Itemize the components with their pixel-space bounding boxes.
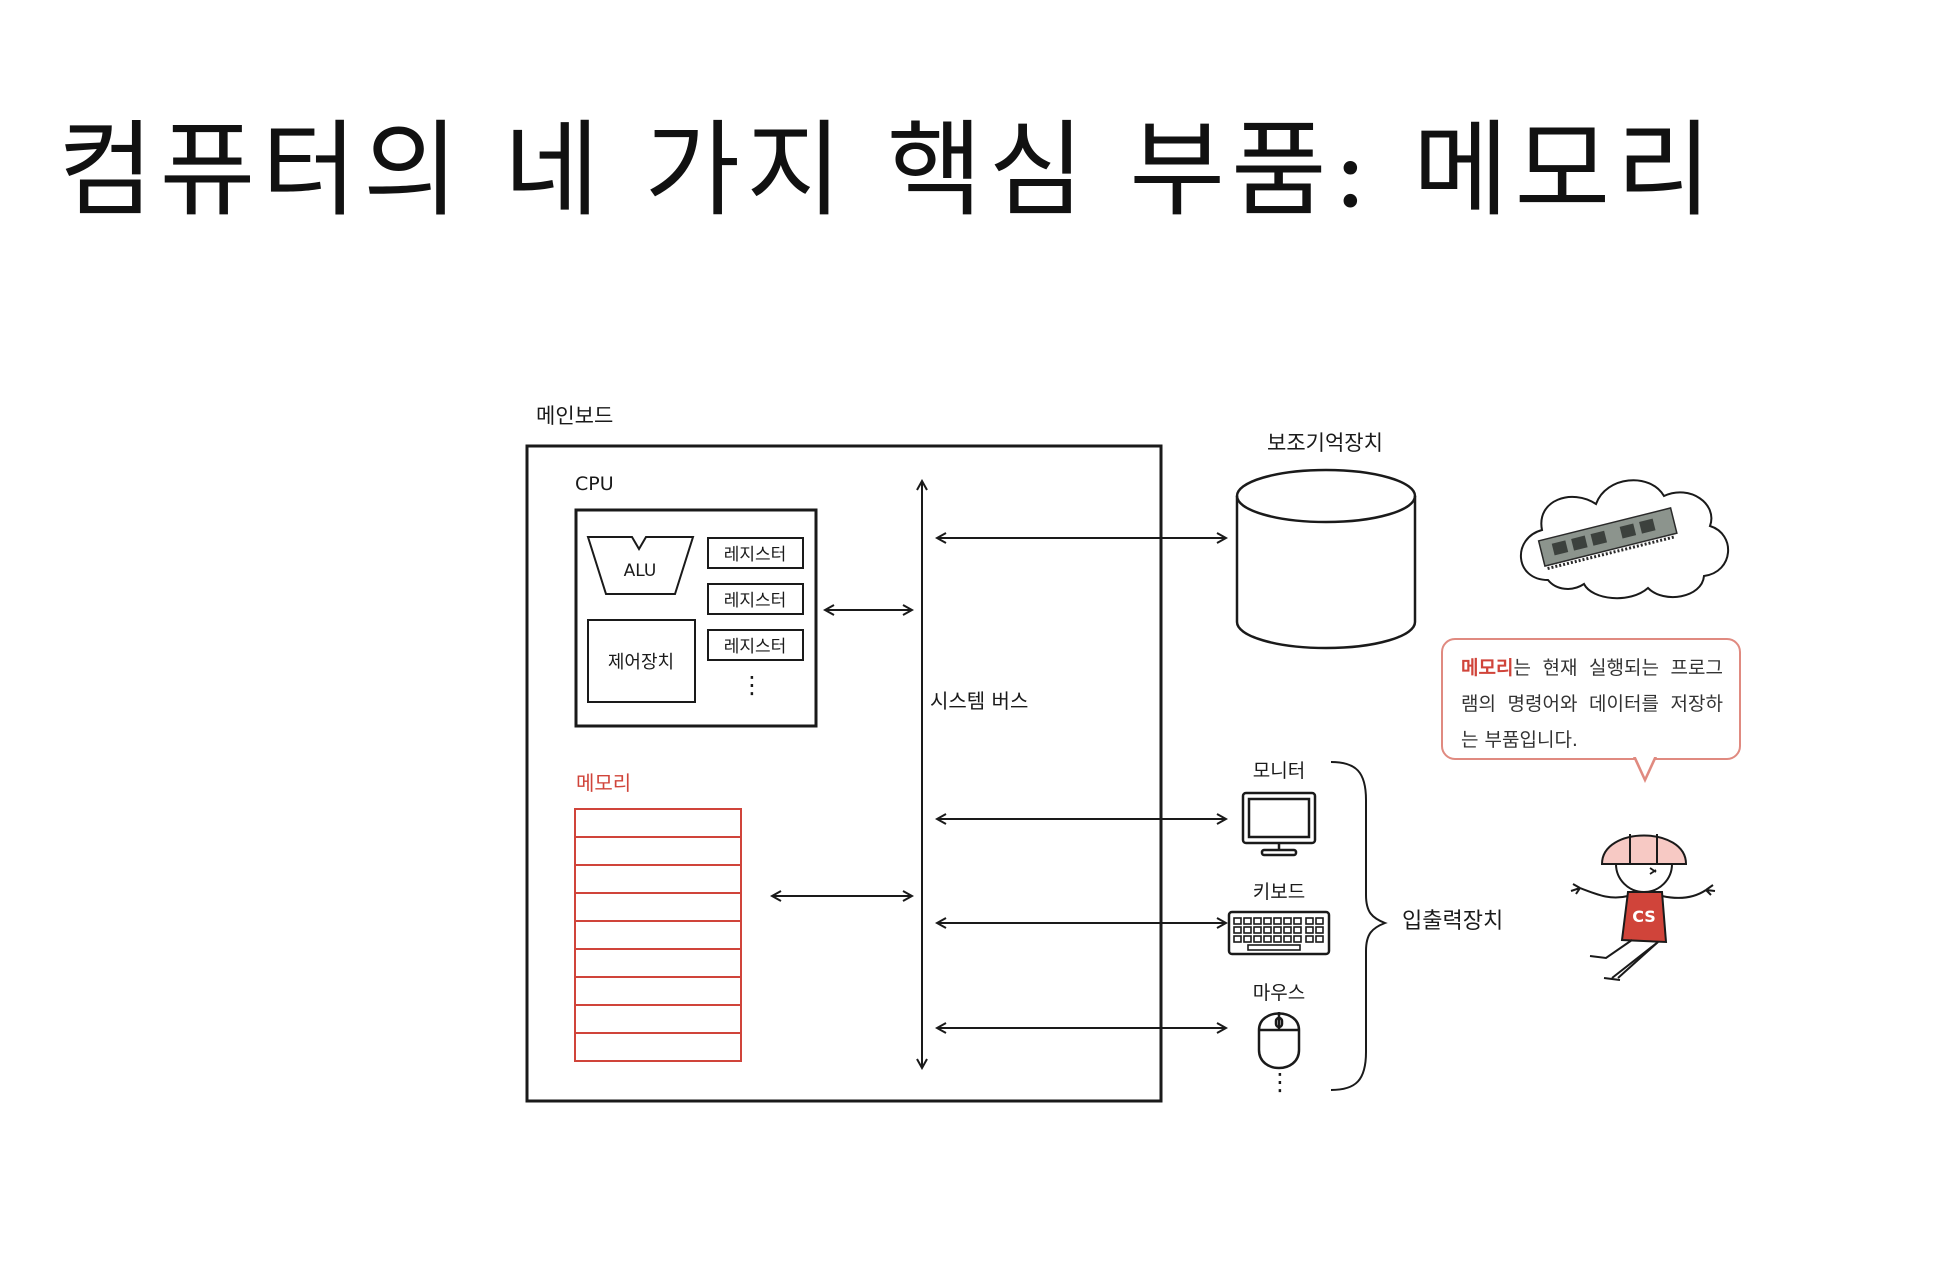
monitor-label: 모니터: [1253, 760, 1305, 782]
mouse-label: 마우스: [1253, 982, 1305, 1004]
bubble-tail: [1633, 757, 1657, 783]
mainboard-label: 메인보드: [536, 404, 613, 428]
bubble-highlight: 메모리: [1461, 657, 1513, 679]
io-devices-label: 입출력장치: [1402, 909, 1503, 934]
register-label-2: 레지스터: [724, 591, 787, 611]
register-label-1: 레지스터: [724, 545, 787, 565]
secondary-storage-label: 보조기억장치: [1267, 431, 1383, 455]
ram-cloud-icon: [1521, 480, 1728, 598]
memory-description-bubble: 메모리는 현재 실행되는 프로그램의 명령어와 데이터를 저장하는 부품입니다.: [1441, 638, 1741, 760]
keyboard-icon: [1229, 912, 1329, 954]
system-bus-label: 시스템 버스: [930, 689, 1028, 713]
memory-block: [575, 809, 741, 1061]
mouse-icon: [1259, 1012, 1299, 1068]
secondary-storage-cylinder: [1237, 470, 1415, 648]
keyboard-label: 키보드: [1253, 881, 1305, 903]
monitor-icon: [1243, 793, 1315, 855]
register-label-3: 레지스터: [724, 637, 787, 657]
io-brace: [1331, 762, 1385, 1090]
cpu-label: CPU: [575, 473, 614, 495]
cs-character-illustration: CS: [1571, 834, 1715, 980]
alu-label: ALU: [624, 561, 657, 581]
control-unit-label: 제어장치: [608, 652, 674, 673]
io-ellipsis: ⋮: [1268, 1068, 1292, 1096]
character-badge: CS: [1632, 907, 1656, 926]
memory-label: 메모리: [576, 771, 631, 795]
register-ellipsis: ⋮: [740, 671, 764, 699]
